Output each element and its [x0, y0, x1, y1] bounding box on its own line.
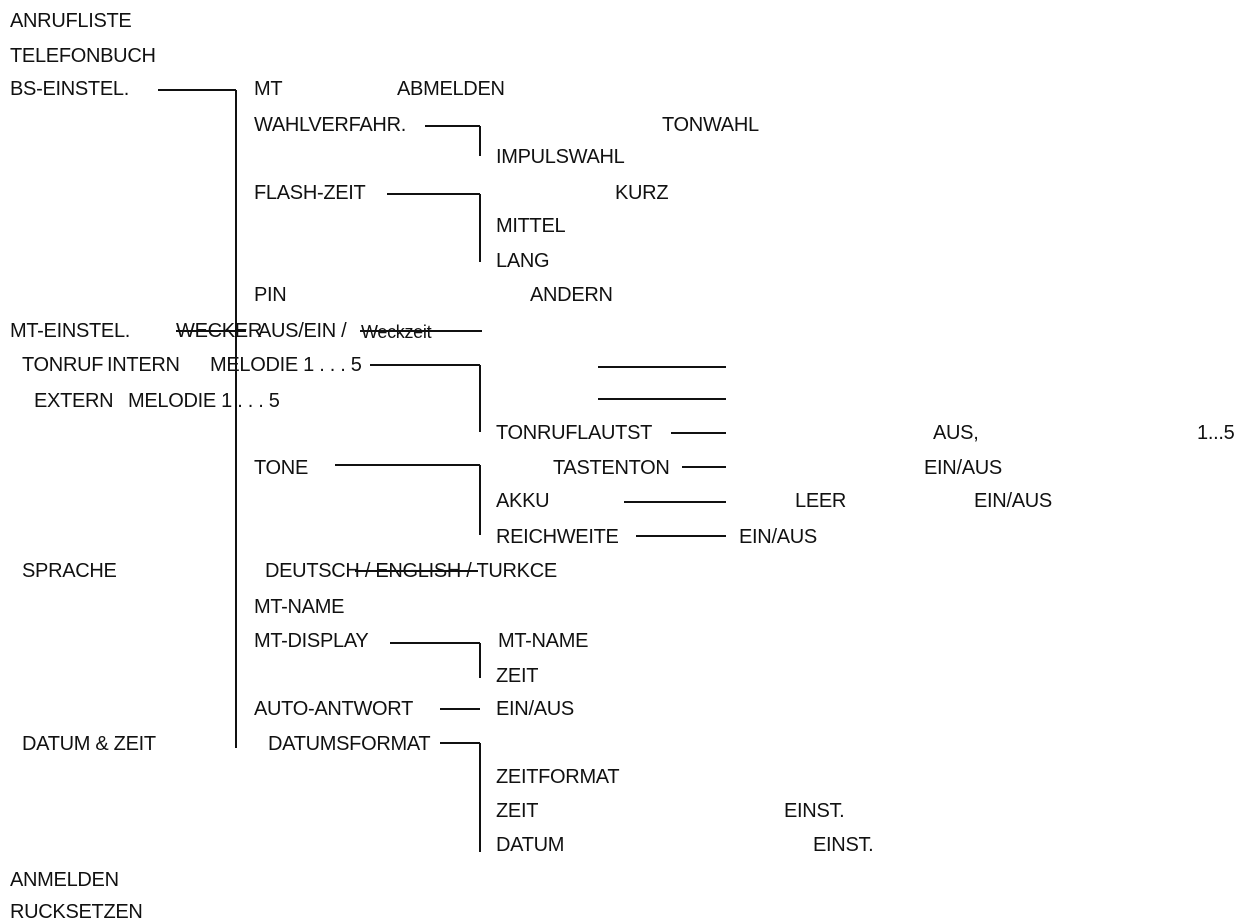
submenu-mt-display: MT-DISPLAY — [254, 630, 369, 652]
submenu-extern: EXTERN — [34, 390, 114, 412]
submenu-pin: PIN — [254, 284, 287, 306]
option-akku-leer: LEER — [795, 490, 847, 512]
submenu-sprache: SPRACHE — [22, 560, 117, 582]
submenu-datumsformat: DATUMSFORMAT — [268, 733, 431, 755]
option-tastenton-value: EIN/AUS — [924, 457, 1002, 479]
submenu-tone: TONE — [254, 457, 308, 479]
option-sprache: DEUTSCH / ENGLISH / TURKCE — [265, 560, 557, 582]
submenu-wecker: WECKER — [176, 320, 262, 342]
submenu-tonruflautst: TONRUFLAUTST — [496, 422, 653, 444]
submenu-tastenton: TASTENTON — [553, 457, 670, 479]
menu-item-rucksetzen: RUCKSETZEN — [10, 901, 143, 923]
option-kurz: KURZ — [615, 182, 669, 204]
option-lang: LANG — [496, 250, 550, 272]
option-reichweite-value: EIN/AUS — [739, 526, 817, 548]
submenu-auto-antwort: AUTO-ANTWORT — [254, 698, 413, 720]
menu-item-bs-einstel: BS-EINSTEL. — [10, 78, 129, 100]
submenu-mt: MT — [254, 78, 283, 100]
option-mittel: MITTEL — [496, 215, 566, 237]
submenu-wahlverfahr: WAHLVERFAHR. — [254, 114, 406, 136]
option-tonwahl: TONWAHL — [662, 114, 759, 136]
option-extern-melodie: MELODIE 1 . . . 5 — [128, 390, 280, 412]
menu-item-telefonbuch: TELEFONBUCH — [10, 45, 156, 67]
submenu-akku: AKKU — [496, 490, 550, 512]
submenu-zeitformat: ZEITFORMAT — [496, 766, 620, 788]
submenu-reichweite: REICHWEITE — [496, 526, 619, 548]
option-abmelden: ABMELDEN — [397, 78, 505, 100]
submenu-datum-zeit: DATUM & ZEIT — [22, 733, 156, 755]
option-intern-melodie: MELODIE 1 . . . 5 — [210, 354, 362, 376]
option-impulswahl: IMPULSWAHL — [496, 146, 625, 168]
option-wecker-aus-ein: AUS/EIN / — [258, 320, 347, 342]
menu-item-anrufliste: ANRUFLISTE — [10, 10, 132, 32]
menu-item-mt-einstel: MT-EINSTEL. — [10, 320, 131, 342]
submenu-mt-name: MT-NAME — [254, 596, 345, 618]
submenu-zeit: ZEIT — [496, 800, 539, 822]
option-tonruflautst-aus: AUS, — [933, 422, 979, 444]
option-mt-display-zeit: ZEIT — [496, 665, 539, 687]
option-auto-antwort: EIN/AUS — [496, 698, 574, 720]
option-zeit-einst: EINST. — [784, 800, 845, 822]
option-tonruflautst-range: 1...5 — [1197, 422, 1235, 444]
option-andern: ANDERN — [530, 284, 613, 306]
option-datum-einst: EINST. — [813, 834, 874, 856]
submenu-intern: INTERN — [107, 354, 180, 376]
option-mt-display-name: MT-NAME — [498, 630, 589, 652]
submenu-datum: DATUM — [496, 834, 565, 856]
option-weckzeit: Weckzeit — [361, 322, 432, 342]
menu-item-anmelden: ANMELDEN — [10, 869, 119, 891]
option-akku-value: EIN/AUS — [974, 490, 1052, 512]
submenu-tonruf: TONRUF — [22, 354, 104, 376]
submenu-flash-zeit: FLASH-ZEIT — [254, 182, 366, 204]
